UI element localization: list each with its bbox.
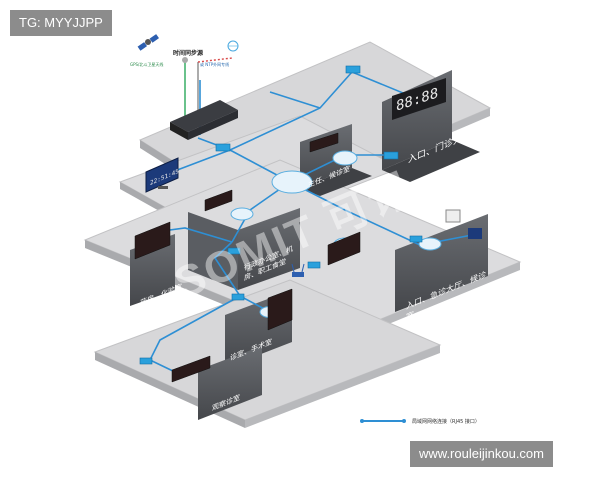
- entrance-led-clock: [392, 78, 446, 120]
- switch-icon: [409, 235, 423, 243]
- tg-overlay-tag: TG: MYYJJPP: [10, 10, 112, 36]
- switch-icon: [307, 261, 321, 269]
- led-screen-ops: [267, 288, 293, 331]
- gps-label: GPS/北斗卫星天线: [130, 62, 164, 67]
- led-clock-outpatient: [171, 355, 211, 383]
- switch-icon: [231, 293, 245, 301]
- time-source-label: 时间同步源: [173, 50, 204, 57]
- room-admin-office: [188, 208, 300, 290]
- room-outpatient: [198, 346, 262, 420]
- core-switch-hub: [271, 170, 313, 194]
- switch-icon: [345, 65, 361, 74]
- led-clock-admin: [204, 189, 233, 212]
- wifi-router-icon: [291, 263, 305, 277]
- legend-line: [360, 419, 406, 423]
- led-clock-emergency: [327, 231, 361, 266]
- switch-icon: [383, 151, 399, 160]
- pc-workstation: [445, 209, 482, 239]
- ntp-globe-icon: [227, 40, 239, 52]
- hub-entrance: [418, 237, 442, 251]
- switch-icon: [215, 143, 231, 152]
- network-lines: [148, 71, 473, 373]
- hub-clinic: [332, 150, 358, 166]
- led-clock-clinic: [309, 132, 339, 153]
- hub-admin: [230, 207, 254, 221]
- url-overlay-tag: www.rouleijinkou.com: [410, 441, 553, 467]
- legend-label: 局域网网络连接（RJ45 接口）: [412, 419, 480, 425]
- room-emergency: [395, 214, 488, 312]
- led-screen-pharmacy: [134, 221, 171, 260]
- switch-icon: [227, 247, 241, 255]
- master-clock-server: [170, 100, 238, 140]
- room-clinic-area: [300, 124, 372, 196]
- monitor-display: [145, 157, 179, 193]
- ntp-label: 或 NTP外网专线: [200, 62, 230, 67]
- antenna-icon: [182, 57, 188, 63]
- satellite-icon: [137, 34, 159, 51]
- switch-icon: [139, 357, 153, 365]
